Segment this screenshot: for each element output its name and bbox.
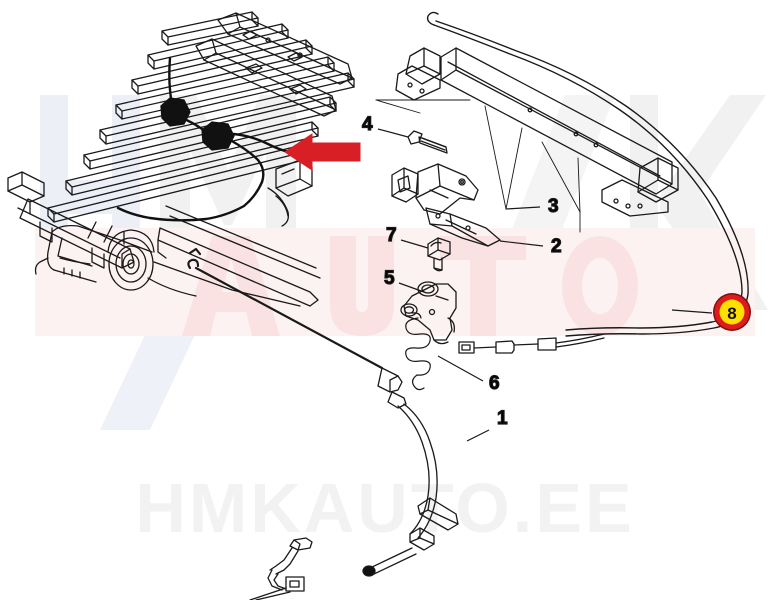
callout-4-label: 4 <box>362 114 373 135</box>
crossmember-assembly <box>375 47 679 233</box>
highlight-arrow <box>284 133 361 171</box>
underbody-bracket-shield <box>415 163 501 247</box>
rubber-grommet-part <box>427 237 451 272</box>
load-bed-floor-assembly <box>7 11 355 307</box>
adjuster-cable-link <box>458 333 605 354</box>
callout-2-label: 2 <box>551 236 562 257</box>
fixing-bolt-part <box>407 130 448 154</box>
bed-side-member <box>157 205 321 307</box>
callout-7-label: 7 <box>386 225 397 246</box>
callout-1-label: 1 <box>497 408 508 429</box>
cable-bracket-clip <box>249 537 313 600</box>
callout-6-label: 6 <box>489 373 500 394</box>
callout-3-label: 3 <box>548 196 559 217</box>
callout-1: 1 <box>466 407 509 442</box>
callout-6: 6 <box>437 355 500 395</box>
return-spring-part <box>405 312 431 391</box>
watermark-bottom-text: HMKAUTO.EE <box>135 469 634 547</box>
badge-8-label: 8 <box>727 304 736 323</box>
line-drawing-layer <box>7 11 749 600</box>
front-handbrake-cable-1 <box>187 258 384 370</box>
callout-5: 5 <box>383 267 425 293</box>
callout-8 <box>671 309 713 314</box>
underbody-bracket-left <box>391 167 419 203</box>
callout-layer: 1 2 3 4 5 6 <box>361 113 713 442</box>
detached-roof-rails <box>195 12 353 117</box>
brake-equalizer-lever <box>400 281 457 345</box>
truck-cab-outline <box>34 187 301 307</box>
cable-clip-block-b <box>201 121 235 151</box>
guide-rod <box>188 247 202 256</box>
callout-7: 7 <box>385 224 429 249</box>
callout-4: 4 <box>361 113 409 138</box>
callout-5-label: 5 <box>384 268 395 289</box>
status-badge-8: 8 <box>713 293 751 331</box>
cable-1-sheath <box>362 367 459 577</box>
callout-3: 3 <box>505 195 559 218</box>
cable-clip-block-a <box>160 97 191 127</box>
rear-handbrake-cable-8 <box>426 11 749 337</box>
callout-2: 2 <box>499 235 562 258</box>
